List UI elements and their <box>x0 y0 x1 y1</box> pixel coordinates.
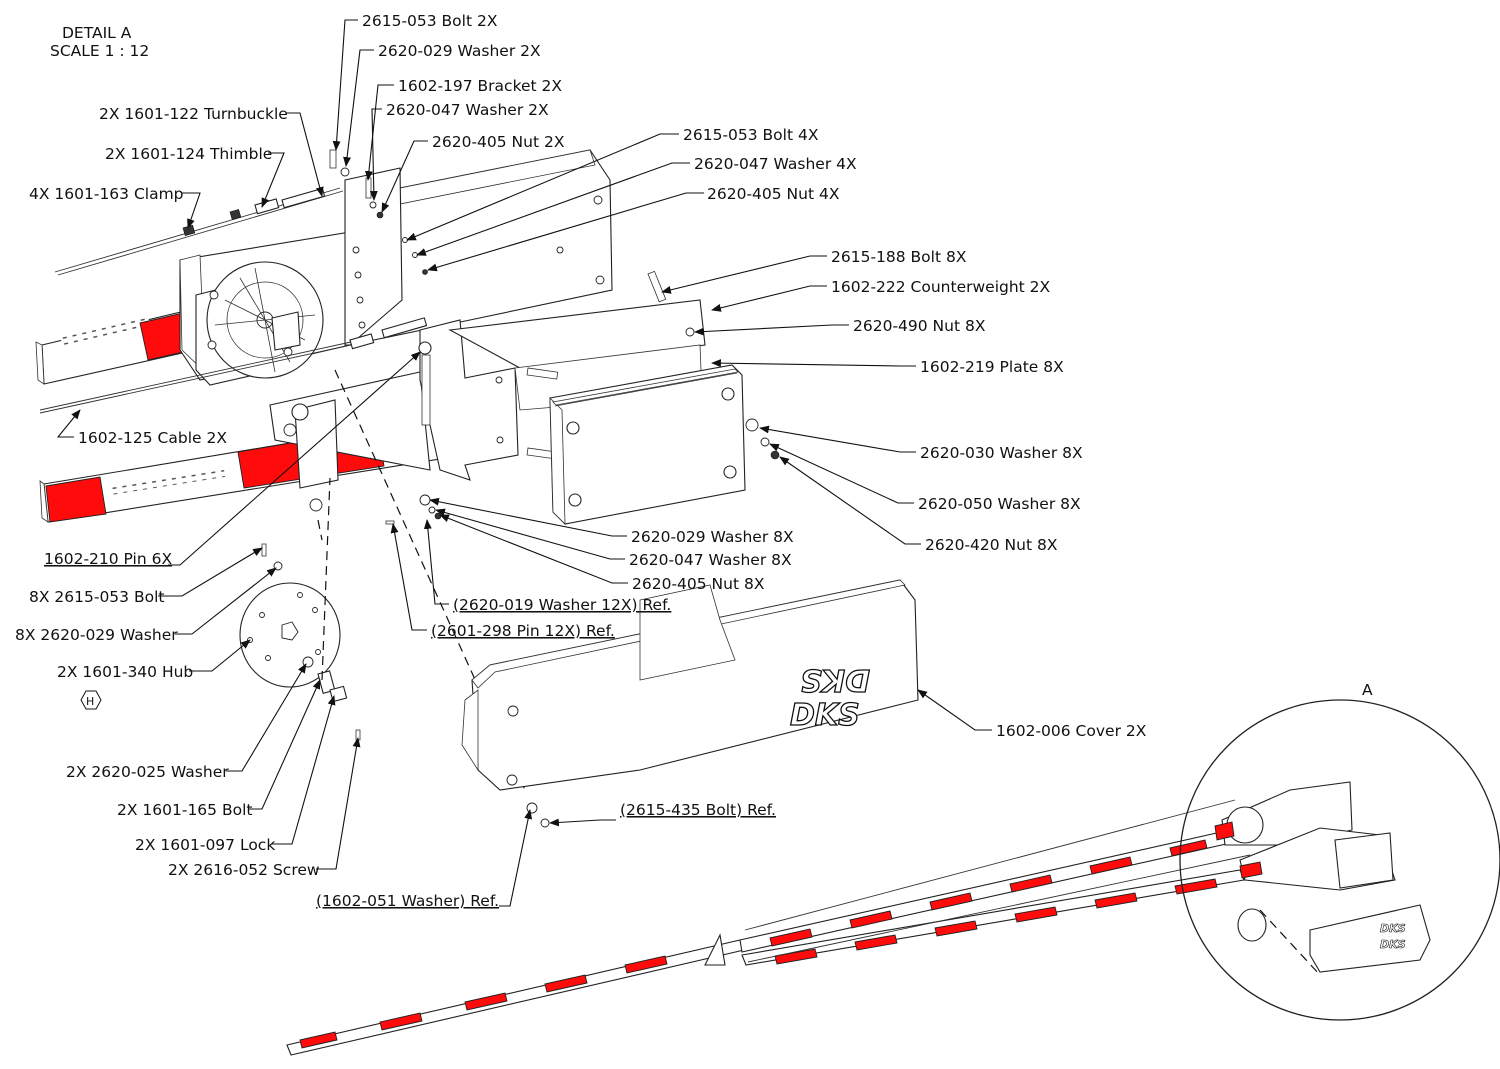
full-barrier-view <box>286 799 1251 1056</box>
hex-symbol-label: H <box>86 695 94 708</box>
label-turnbuckle-1601-122: 2X 1601-122 Turnbuckle <box>99 105 288 123</box>
label-washer-2620-047-8x: 2620-047 Washer 8X <box>629 551 792 569</box>
label-pin-1602-210: 1602-210 Pin 6X <box>44 550 172 568</box>
label-clamp-1601-163: 4X 1601-163 Clamp <box>29 185 184 203</box>
detail-a-label: A <box>1362 681 1373 699</box>
lower-arm-assembly <box>39 270 780 525</box>
exploded-hub <box>239 369 526 791</box>
upper-cables <box>39 187 428 414</box>
label-counterweight-1602-222: 1602-222 Counterweight 2X <box>831 278 1051 296</box>
upper-arm-assembly <box>35 149 613 414</box>
label-screw-2616-052: 2X 2616-052 Screw <box>168 861 320 879</box>
label-cable-1602-125: 1602-125 Cable 2X <box>78 429 227 447</box>
detail-logo-upper: DKS <box>1380 922 1406 935</box>
detail-title: DETAIL A <box>62 24 132 42</box>
counterweight-stack <box>549 327 746 525</box>
label-washer-2620-047-4x: 2620-047 Washer 4X <box>694 155 857 173</box>
label-nut-2620-405-2x: 2620-405 Nut 2X <box>432 133 565 151</box>
label-nut-2620-490-8x: 2620-490 Nut 8X <box>853 317 986 335</box>
leader-lines <box>56 19 992 907</box>
label-bolt-8x-2615-053: 8X 2615-053 Bolt <box>29 588 164 606</box>
label-hub-1601-340: 2X 1601-340 Hub <box>57 663 193 681</box>
label-bolt-2615-188-8x: 2615-188 Bolt 8X <box>831 248 967 266</box>
detail-logo-lower: DKS <box>1380 938 1406 951</box>
counterweight-fasteners <box>385 418 780 525</box>
label-cover-1602-006: 1602-006 Cover 2X <box>996 722 1147 740</box>
label-bolt-2615-435-ref: (2615-435 Bolt) Ref. <box>620 801 776 819</box>
hex-symbol: H <box>80 690 102 710</box>
label-bolt-2615-053-2x: 2615-053 Bolt 2X <box>362 12 498 30</box>
label-plate-1602-219-8x: 1602-219 Plate 8X <box>920 358 1064 376</box>
label-bolt-1601-165: 2X 1601-165 Bolt <box>117 801 252 819</box>
label-nut-2620-405-4x: 2620-405 Nut 4X <box>707 185 840 203</box>
detail-scale: SCALE 1 : 12 <box>50 42 149 60</box>
label-thimble-1601-124: 2X 1601-124 Thimble <box>105 145 272 163</box>
label-nut-2620-420-8x: 2620-420 Nut 8X <box>925 536 1058 554</box>
label-washer-2620-030-8x: 2620-030 Washer 8X <box>920 444 1083 462</box>
label-washer-8x-2620-029: 8X 2620-029 Washer <box>15 626 178 644</box>
label-washer-2620-047-2x: 2620-047 Washer 2X <box>386 101 549 119</box>
label-washer-2620-025: 2X 2620-025 Washer <box>66 763 229 781</box>
label-pin-2601-298-ref: (2601-298 Pin 12X) Ref. <box>431 622 615 640</box>
upper-fasteners <box>329 149 428 275</box>
label-washer-2620-029-2x: 2620-029 Washer 2X <box>378 42 541 60</box>
cover-logo-upper: DKS <box>800 662 870 697</box>
label-nut-2620-405-8x: 2620-405 Nut 8X <box>632 575 765 593</box>
callout-labels: 2615-053 Bolt 2X 2620-029 Washer 2X 1602… <box>15 12 1147 910</box>
label-bolt-2615-053-4x: 2615-053 Bolt 4X <box>683 126 819 144</box>
label-washer-2620-019-ref: (2620-019 Washer 12X) Ref. <box>453 596 671 614</box>
label-bracket-1602-197-2x: 1602-197 Bracket 2X <box>398 77 562 95</box>
cover-logo-lower: DKS <box>790 698 860 733</box>
detail-a-circle: A DKS DKS <box>1179 681 1500 1021</box>
label-lock-1601-097: 2X 1601-097 Lock <box>135 836 275 854</box>
upper-hub <box>195 261 324 386</box>
label-washer-2620-029-8x: 2620-029 Washer 8X <box>631 528 794 546</box>
label-washer-2620-050-8x: 2620-050 Washer 8X <box>918 495 1081 513</box>
cover: DKS DKS <box>461 579 919 828</box>
label-washer-1602-051-ref: (1602-051 Washer) Ref. <box>316 892 499 910</box>
